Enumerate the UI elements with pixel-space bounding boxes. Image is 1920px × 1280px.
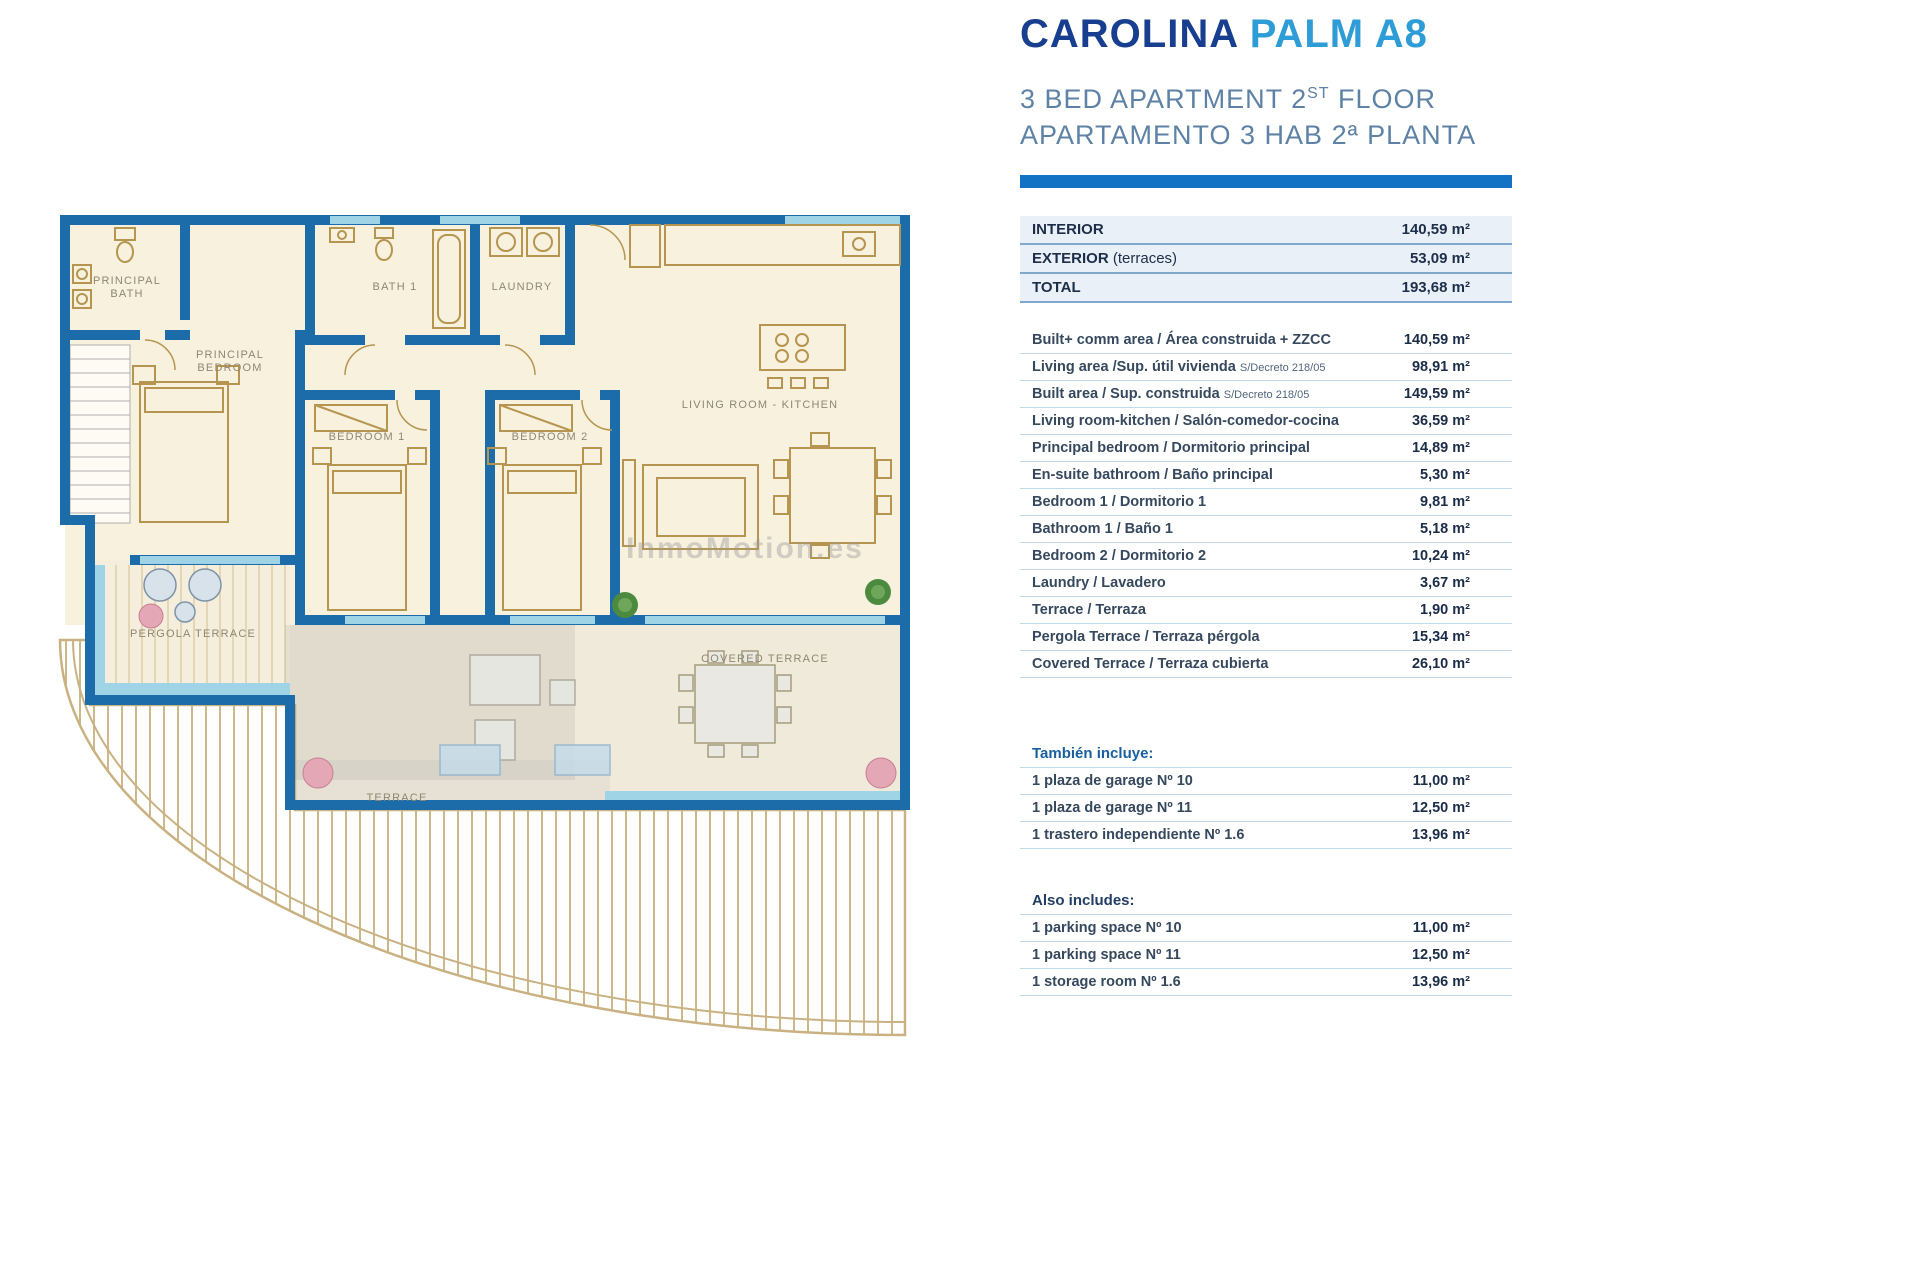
also-heading: Also includes: bbox=[1020, 887, 1512, 915]
subtitle: 3 BED APARTMENT 2ST FLOOR APARTAMENTO 3 … bbox=[1020, 76, 1512, 153]
label-principal-bedroom: PRINCIPAL bbox=[196, 349, 264, 361]
detail-row: Principal bedroom / Dormitorio principal… bbox=[1020, 435, 1512, 462]
label-principal-bath: PRINCIPAL bbox=[93, 275, 161, 287]
pergola-seating bbox=[143, 568, 222, 623]
summary-label: TOTAL bbox=[1032, 279, 1081, 296]
tambien-incluye-section: También incluye: 1 plaza de garage Nº 10… bbox=[1020, 740, 1512, 849]
summary-table: INTERIOR 140,59 m² EXTERIOR (terraces) 5… bbox=[1020, 216, 1512, 303]
title-main: CAROLINA bbox=[1020, 12, 1238, 56]
info-panel: CAROLINA PALM A8 3 BED APARTMENT 2ST FLO… bbox=[1020, 10, 1512, 996]
tambien-heading: También incluye: bbox=[1020, 740, 1512, 768]
subtitle-line1: 3 BED APARTMENT 2ST FLOOR bbox=[1020, 84, 1437, 114]
label-bath1: BATH 1 bbox=[373, 281, 418, 293]
summary-row-exterior: EXTERIOR (terraces) 53,09 m² bbox=[1020, 245, 1512, 274]
detail-row: Living room-kitchen / Salón-comedor-coci… bbox=[1020, 408, 1512, 435]
watermark: InmoMotion.es bbox=[626, 532, 864, 565]
summary-value: 53,09 m² bbox=[1409, 250, 1470, 267]
room-labels: PRINCIPAL BATH PRINCIPAL BEDROOM BATH 1 … bbox=[93, 275, 864, 804]
details-table: Built+ comm area / Área construida + ZZC… bbox=[1020, 327, 1512, 678]
label-bedroom2: BEDROOM 2 bbox=[512, 431, 589, 443]
summary-value: 140,59 m² bbox=[1401, 221, 1470, 238]
label-terrace: TERRACE bbox=[367, 792, 428, 804]
windows bbox=[95, 216, 900, 800]
furniture bbox=[72, 224, 901, 611]
summary-row-interior: INTERIOR 140,59 m² bbox=[1020, 216, 1512, 245]
page-title: CAROLINA PALM A8 bbox=[1020, 10, 1512, 58]
deck-curve bbox=[58, 638, 907, 1037]
floorplan: PRINCIPAL BATH PRINCIPAL BEDROOM BATH 1 … bbox=[45, 210, 965, 1040]
svg-text:BATH: BATH bbox=[110, 288, 143, 300]
label-covered-terrace: COVERED TERRACE bbox=[701, 653, 829, 665]
summary-value: 193,68 m² bbox=[1401, 279, 1470, 296]
label-laundry: LAUNDRY bbox=[492, 281, 553, 293]
svg-text:BEDROOM: BEDROOM bbox=[197, 362, 262, 374]
title-accent: PALM A8 bbox=[1237, 12, 1428, 56]
floorplan-svg: PRINCIPAL BATH PRINCIPAL BEDROOM BATH 1 … bbox=[58, 215, 910, 1037]
subtitle-line2: APARTAMENTO 3 HAB 2ª PLANTA bbox=[1020, 120, 1477, 150]
summary-label: EXTERIOR (terraces) bbox=[1032, 250, 1178, 267]
label-bedroom1: BEDROOM 1 bbox=[329, 431, 406, 443]
summary-label: INTERIOR bbox=[1032, 221, 1104, 238]
divider-bar bbox=[1020, 175, 1512, 188]
summary-row-total: TOTAL 193,68 m² bbox=[1020, 274, 1512, 303]
stairs bbox=[69, 344, 131, 524]
label-pergola-terrace: PERGOLA TERRACE bbox=[130, 628, 256, 640]
outdoor-furniture bbox=[439, 650, 792, 776]
detail-row: Built+ comm area / Área construida + ZZC… bbox=[1020, 327, 1512, 354]
plants bbox=[138, 579, 897, 789]
label-living: LIVING ROOM - KITCHEN bbox=[682, 399, 839, 411]
